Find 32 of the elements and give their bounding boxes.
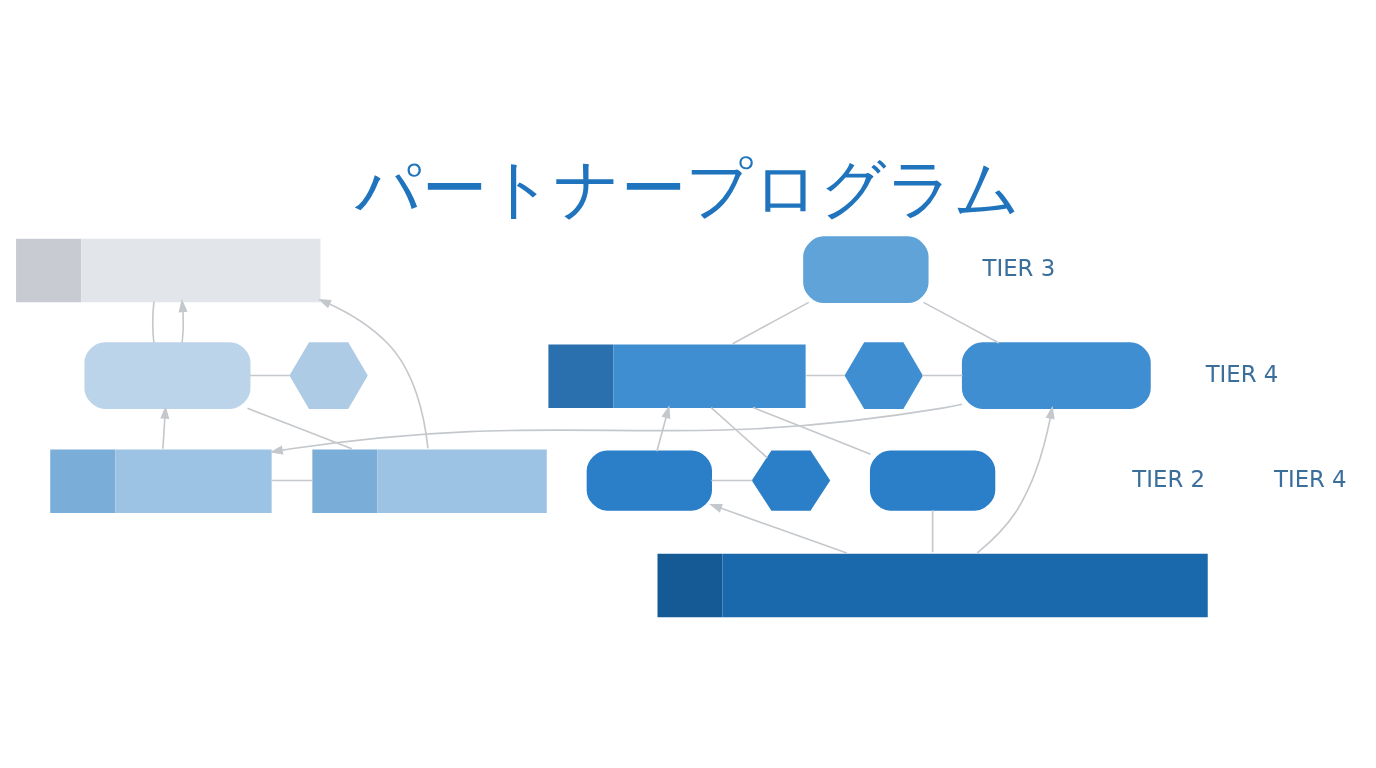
connector xyxy=(152,300,155,344)
connector xyxy=(931,508,934,553)
connector xyxy=(731,301,810,344)
connector xyxy=(249,374,291,376)
node-hexagon xyxy=(751,449,831,511)
connector xyxy=(271,479,313,481)
arrow xyxy=(269,403,963,455)
connector xyxy=(246,406,353,450)
diagram-title: パートナープログラム xyxy=(355,150,1021,226)
node-box xyxy=(961,341,1151,409)
arrow xyxy=(709,503,848,554)
label: TIER 4 xyxy=(1205,360,1279,387)
node-hexagon xyxy=(844,341,923,409)
node-box xyxy=(84,341,251,409)
node-box xyxy=(869,449,996,511)
arrow xyxy=(976,405,1055,554)
connector xyxy=(710,479,754,481)
arrow xyxy=(656,404,671,452)
node-box xyxy=(803,235,929,303)
connector xyxy=(752,406,872,455)
arrow xyxy=(160,405,170,450)
node-box xyxy=(586,449,712,511)
arrow xyxy=(178,298,188,344)
connector xyxy=(921,374,964,376)
label: TIER 4 xyxy=(1274,465,1347,492)
node-hexagon xyxy=(289,341,368,409)
arrow xyxy=(317,298,429,449)
connector xyxy=(805,374,846,376)
connector xyxy=(710,406,769,459)
connector xyxy=(922,301,1000,344)
label: TIER 2 xyxy=(1132,465,1205,492)
label: TIER 3 xyxy=(982,254,1056,281)
